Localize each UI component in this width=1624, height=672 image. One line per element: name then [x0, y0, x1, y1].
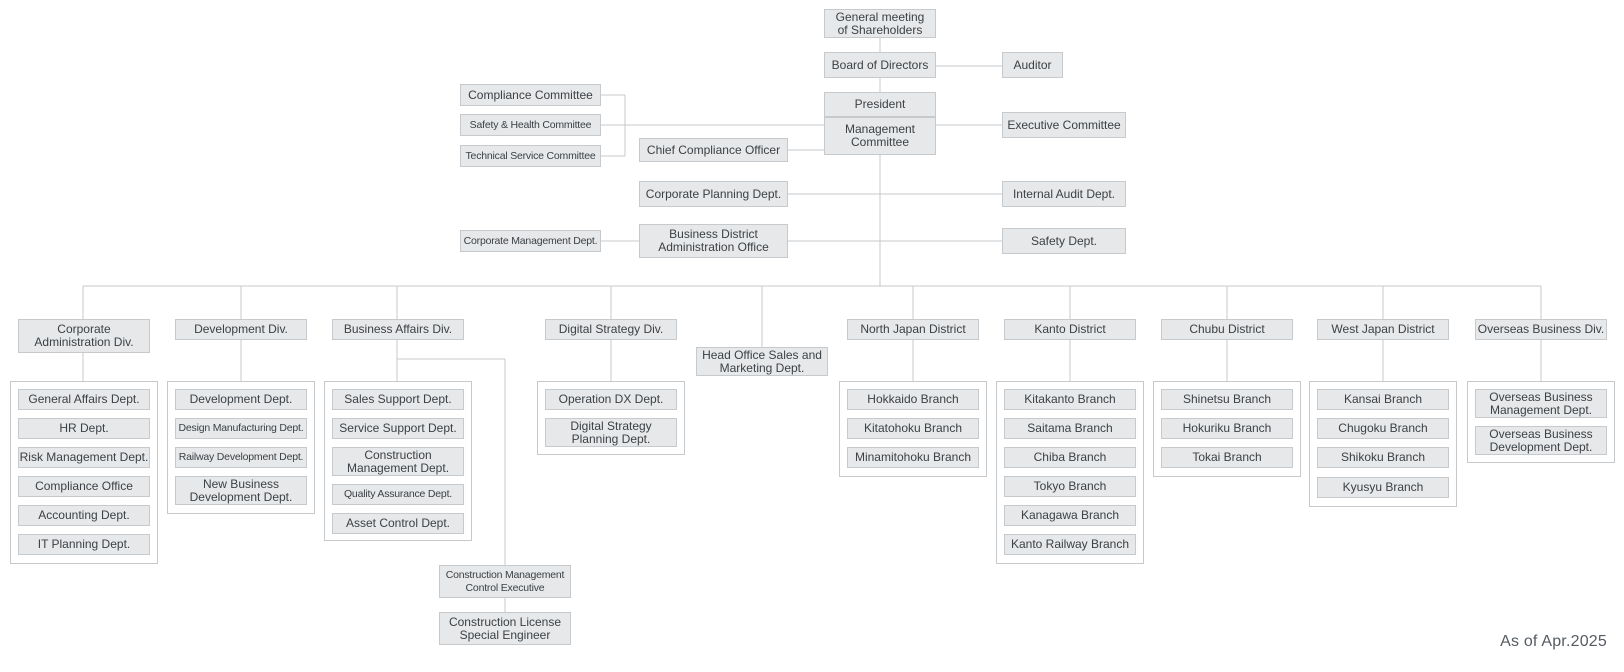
construction-license-engineer-box: Construction License Special Engineer: [439, 612, 571, 645]
division-header: Business Affairs Div.: [332, 319, 464, 340]
unit-box: Shikoku Branch: [1317, 447, 1449, 468]
management-committee-box: Management Committee: [824, 117, 936, 155]
unit-box: Kitakanto Branch: [1004, 389, 1136, 410]
safety-dept-box: Safety Dept.: [1002, 228, 1126, 254]
division-unit-group: [996, 381, 1144, 564]
unit-box: Tokai Branch: [1161, 447, 1293, 468]
division-header: North Japan District: [847, 319, 979, 340]
division-header: Head Office Sales and Marketing Dept.: [696, 347, 828, 376]
unit-box: New Business Development Dept.: [175, 476, 307, 505]
unit-box: Asset Control Dept.: [332, 513, 464, 534]
compliance-committee-box: Compliance Committee: [460, 84, 601, 106]
division-header: West Japan District: [1317, 319, 1449, 340]
unit-box: General Affairs Dept.: [18, 389, 150, 410]
unit-box: Accounting Dept.: [18, 505, 150, 526]
unit-box: Shinetsu Branch: [1161, 389, 1293, 410]
unit-box: Compliance Office: [18, 476, 150, 497]
unit-box: Quality Assurance Dept.: [332, 484, 464, 505]
unit-box: Operation DX Dept.: [545, 389, 677, 410]
board-of-directors-box: Board of Directors: [824, 52, 936, 78]
unit-box: Service Support Dept.: [332, 418, 464, 439]
unit-box: Kanagawa Branch: [1004, 505, 1136, 526]
safety-health-committee-box: Safety & Health Committee: [460, 114, 601, 136]
unit-box: Design Manufacturing Dept.: [175, 418, 307, 439]
auditor-box: Auditor: [1002, 52, 1063, 78]
unit-box: Tokyo Branch: [1004, 476, 1136, 497]
unit-box: Chugoku Branch: [1317, 418, 1449, 439]
unit-box: Hokkaido Branch: [847, 389, 979, 410]
unit-box: Kansai Branch: [1317, 389, 1449, 410]
division-header: Kanto District: [1004, 319, 1136, 340]
unit-box: Saitama Branch: [1004, 418, 1136, 439]
unit-box: Sales Support Dept.: [332, 389, 464, 410]
division-header: Digital Strategy Div.: [545, 319, 677, 340]
division-header: Overseas Business Div.: [1475, 319, 1607, 340]
unit-box: Kanto Railway Branch: [1004, 534, 1136, 555]
unit-box: Railway Development Dept.: [175, 447, 307, 468]
unit-box: Overseas Business Development Dept.: [1475, 426, 1607, 455]
unit-box: HR Dept.: [18, 418, 150, 439]
unit-box: IT Planning Dept.: [18, 534, 150, 555]
division-unit-group: [10, 381, 158, 564]
unit-box: Kitatohoku Branch: [847, 418, 979, 439]
business-district-office-box: Business District Administration Office: [639, 224, 788, 258]
internal-audit-dept-box: Internal Audit Dept.: [1002, 181, 1126, 207]
unit-box: Digital Strategy Planning Dept.: [545, 418, 677, 447]
unit-box: Development Dept.: [175, 389, 307, 410]
corporate-management-dept-box: Corporate Management Dept.: [460, 230, 601, 252]
division-header: Corporate Administration Div.: [18, 319, 150, 353]
unit-box: Minamitohoku Branch: [847, 447, 979, 468]
unit-box: Risk Management Dept.: [18, 447, 150, 468]
as-of-date: As of Apr.2025: [1500, 633, 1607, 650]
chief-compliance-officer-box: Chief Compliance Officer: [639, 138, 788, 162]
unit-box: Kyusyu Branch: [1317, 477, 1449, 498]
division-header: Development Div.: [175, 319, 307, 340]
executive-committee-box: Executive Committee: [1002, 112, 1126, 138]
unit-box: Hokuriku Branch: [1161, 418, 1293, 439]
technical-service-committee-box: Technical Service Committee: [460, 145, 601, 167]
shareholders-meeting-box: General meeting of Shareholders: [824, 9, 936, 38]
division-header: Chubu District: [1161, 319, 1293, 340]
president-box: President: [824, 92, 936, 117]
unit-box: Construction Management Dept.: [332, 447, 464, 476]
construction-management-executive-box: Construction Management Control Executiv…: [439, 565, 571, 598]
corporate-planning-dept-box: Corporate Planning Dept.: [639, 181, 788, 207]
unit-box: Chiba Branch: [1004, 447, 1136, 468]
unit-box: Overseas Business Management Dept.: [1475, 389, 1607, 418]
